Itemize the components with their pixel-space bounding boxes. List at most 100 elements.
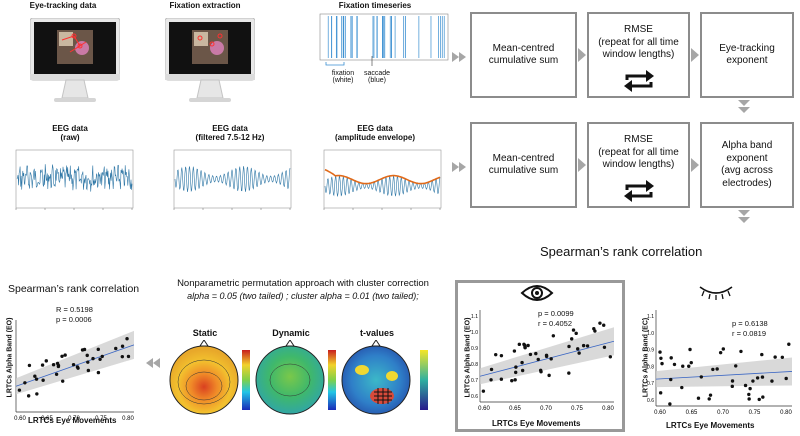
- fit-line: [479, 340, 615, 377]
- eeg-filtered-title: EEG data (filtered 7.5-12 Hz): [195, 124, 265, 142]
- data-point: [658, 350, 662, 354]
- eye-tracking-exponent-box: Eye-tracking exponent: [700, 12, 794, 98]
- data-point: [570, 337, 574, 341]
- eeg-mean-centred-box: Mean-centred cumulative sum: [470, 122, 577, 208]
- data-point: [680, 385, 684, 390]
- middle-subtitle: alpha = 0.05 (two tailed) ; cluster alph…: [187, 291, 419, 301]
- static-map-label: Static: [192, 328, 218, 338]
- data-point: [707, 397, 711, 401]
- left-panel-title: Spearman’s rank correlation: [8, 283, 140, 295]
- x-tick-label: 0.80: [780, 410, 792, 416]
- y-tick-label: 0.8: [471, 362, 478, 368]
- data-point: [760, 352, 764, 357]
- data-point: [721, 347, 726, 351]
- arrow-down-icon: [736, 100, 752, 116]
- data-point: [585, 344, 590, 348]
- data-point: [528, 352, 533, 357]
- data-point: [536, 357, 540, 362]
- y-tick-label: 1.1: [647, 314, 654, 320]
- spearman-header: Spearman’s rank correlation: [540, 244, 703, 259]
- data-point: [689, 360, 693, 365]
- y-tick-label: 1.0: [647, 331, 654, 337]
- data-point: [510, 379, 514, 383]
- arrow-right-icon: [691, 158, 701, 172]
- data-point: [98, 357, 102, 361]
- et-rmse-box: RMSE (repeat for all time window lengths…: [587, 12, 690, 98]
- eeg-trace: [16, 164, 133, 192]
- data-point: [747, 397, 751, 401]
- data-point: [489, 367, 494, 372]
- arrow-right-icon: [691, 48, 701, 62]
- data-point: [747, 392, 751, 397]
- data-point: [687, 364, 691, 368]
- eye-tracking-title: Eye-tracking data: [29, 1, 97, 10]
- data-point: [730, 384, 734, 389]
- eeg-rmse-text: RMSE (repeat for all time window lengths…: [598, 134, 679, 170]
- confidence-band: [656, 357, 792, 388]
- arrow-right-icon: [578, 158, 588, 172]
- data-point: [730, 379, 735, 383]
- data-point: [547, 373, 551, 378]
- data-point: [114, 346, 118, 351]
- data-point: [100, 354, 104, 359]
- data-point: [659, 356, 663, 360]
- eye-open-icon: [520, 283, 554, 303]
- data-point: [55, 361, 60, 366]
- middle-title: Nonparametric permutation approach with …: [177, 278, 429, 289]
- fit-line: [655, 371, 793, 380]
- data-point: [761, 395, 765, 399]
- repeat-icon: [622, 68, 656, 94]
- fixation-timeseries-title: Fixation timeseries: [338, 1, 412, 10]
- data-point: [711, 367, 715, 372]
- data-point: [760, 375, 765, 379]
- arrow-right-icon: [452, 50, 468, 64]
- fixation-extraction-title: Fixation extraction: [169, 1, 241, 10]
- x-tick-label: 0.65: [686, 410, 698, 416]
- data-point: [60, 354, 64, 358]
- x-tick-label: 0.80: [602, 406, 614, 412]
- ec-r-label: r = 0.0819: [732, 329, 766, 338]
- data-point: [660, 361, 664, 366]
- left-xlabel: LRTCs Eye Movements: [28, 416, 117, 425]
- data-point: [770, 379, 774, 383]
- eo-p-label: p = 0.0099: [538, 309, 574, 318]
- data-point: [576, 347, 580, 351]
- repeat-icon: [622, 178, 656, 204]
- eo-panel-frame: [455, 280, 625, 432]
- eo-r-label: r = 0.4052: [538, 319, 572, 328]
- alpha-band-exponent-box: Alpha band exponent (avg across electrod…: [700, 122, 794, 208]
- data-point: [708, 393, 713, 397]
- data-point: [27, 363, 32, 368]
- data-point: [669, 356, 673, 360]
- left-ylabel: LRTCs Alpha Band (EO): [6, 317, 14, 398]
- eeg-envelope-plot: [318, 148, 443, 216]
- data-point: [489, 378, 493, 382]
- data-point: [44, 359, 48, 363]
- ec-p-label: p = 0.6138: [732, 319, 768, 328]
- data-point: [523, 345, 527, 349]
- x-tick-label: 0.60: [478, 406, 490, 412]
- data-point: [571, 328, 576, 332]
- x-tick-label: 0.75: [571, 406, 583, 412]
- dynamic-map-label: Dynamic: [272, 328, 310, 338]
- data-point: [602, 323, 606, 327]
- y-tick-label: 1.0: [471, 330, 478, 336]
- fixation-label: fixation (white): [331, 70, 355, 84]
- data-point: [598, 321, 602, 325]
- data-point: [71, 362, 76, 367]
- x-tick-label: 0.60: [14, 416, 26, 422]
- fixation-bracket: [325, 62, 345, 66]
- data-point: [688, 347, 692, 352]
- ec-xlabel: LRTCs Eye Movements: [666, 421, 755, 430]
- data-point: [17, 388, 22, 392]
- ec-ylabel: LRTCs Alpha Band (EC): [642, 317, 650, 398]
- data-point: [520, 368, 525, 373]
- x-tick-label: 0.75: [95, 416, 107, 422]
- data-point: [755, 376, 760, 380]
- fixation-extraction-monitor: [165, 18, 255, 108]
- data-point: [773, 355, 777, 359]
- data-point: [514, 365, 518, 369]
- eeg-envelope-title: EEG data (amplitude envelope): [334, 124, 415, 142]
